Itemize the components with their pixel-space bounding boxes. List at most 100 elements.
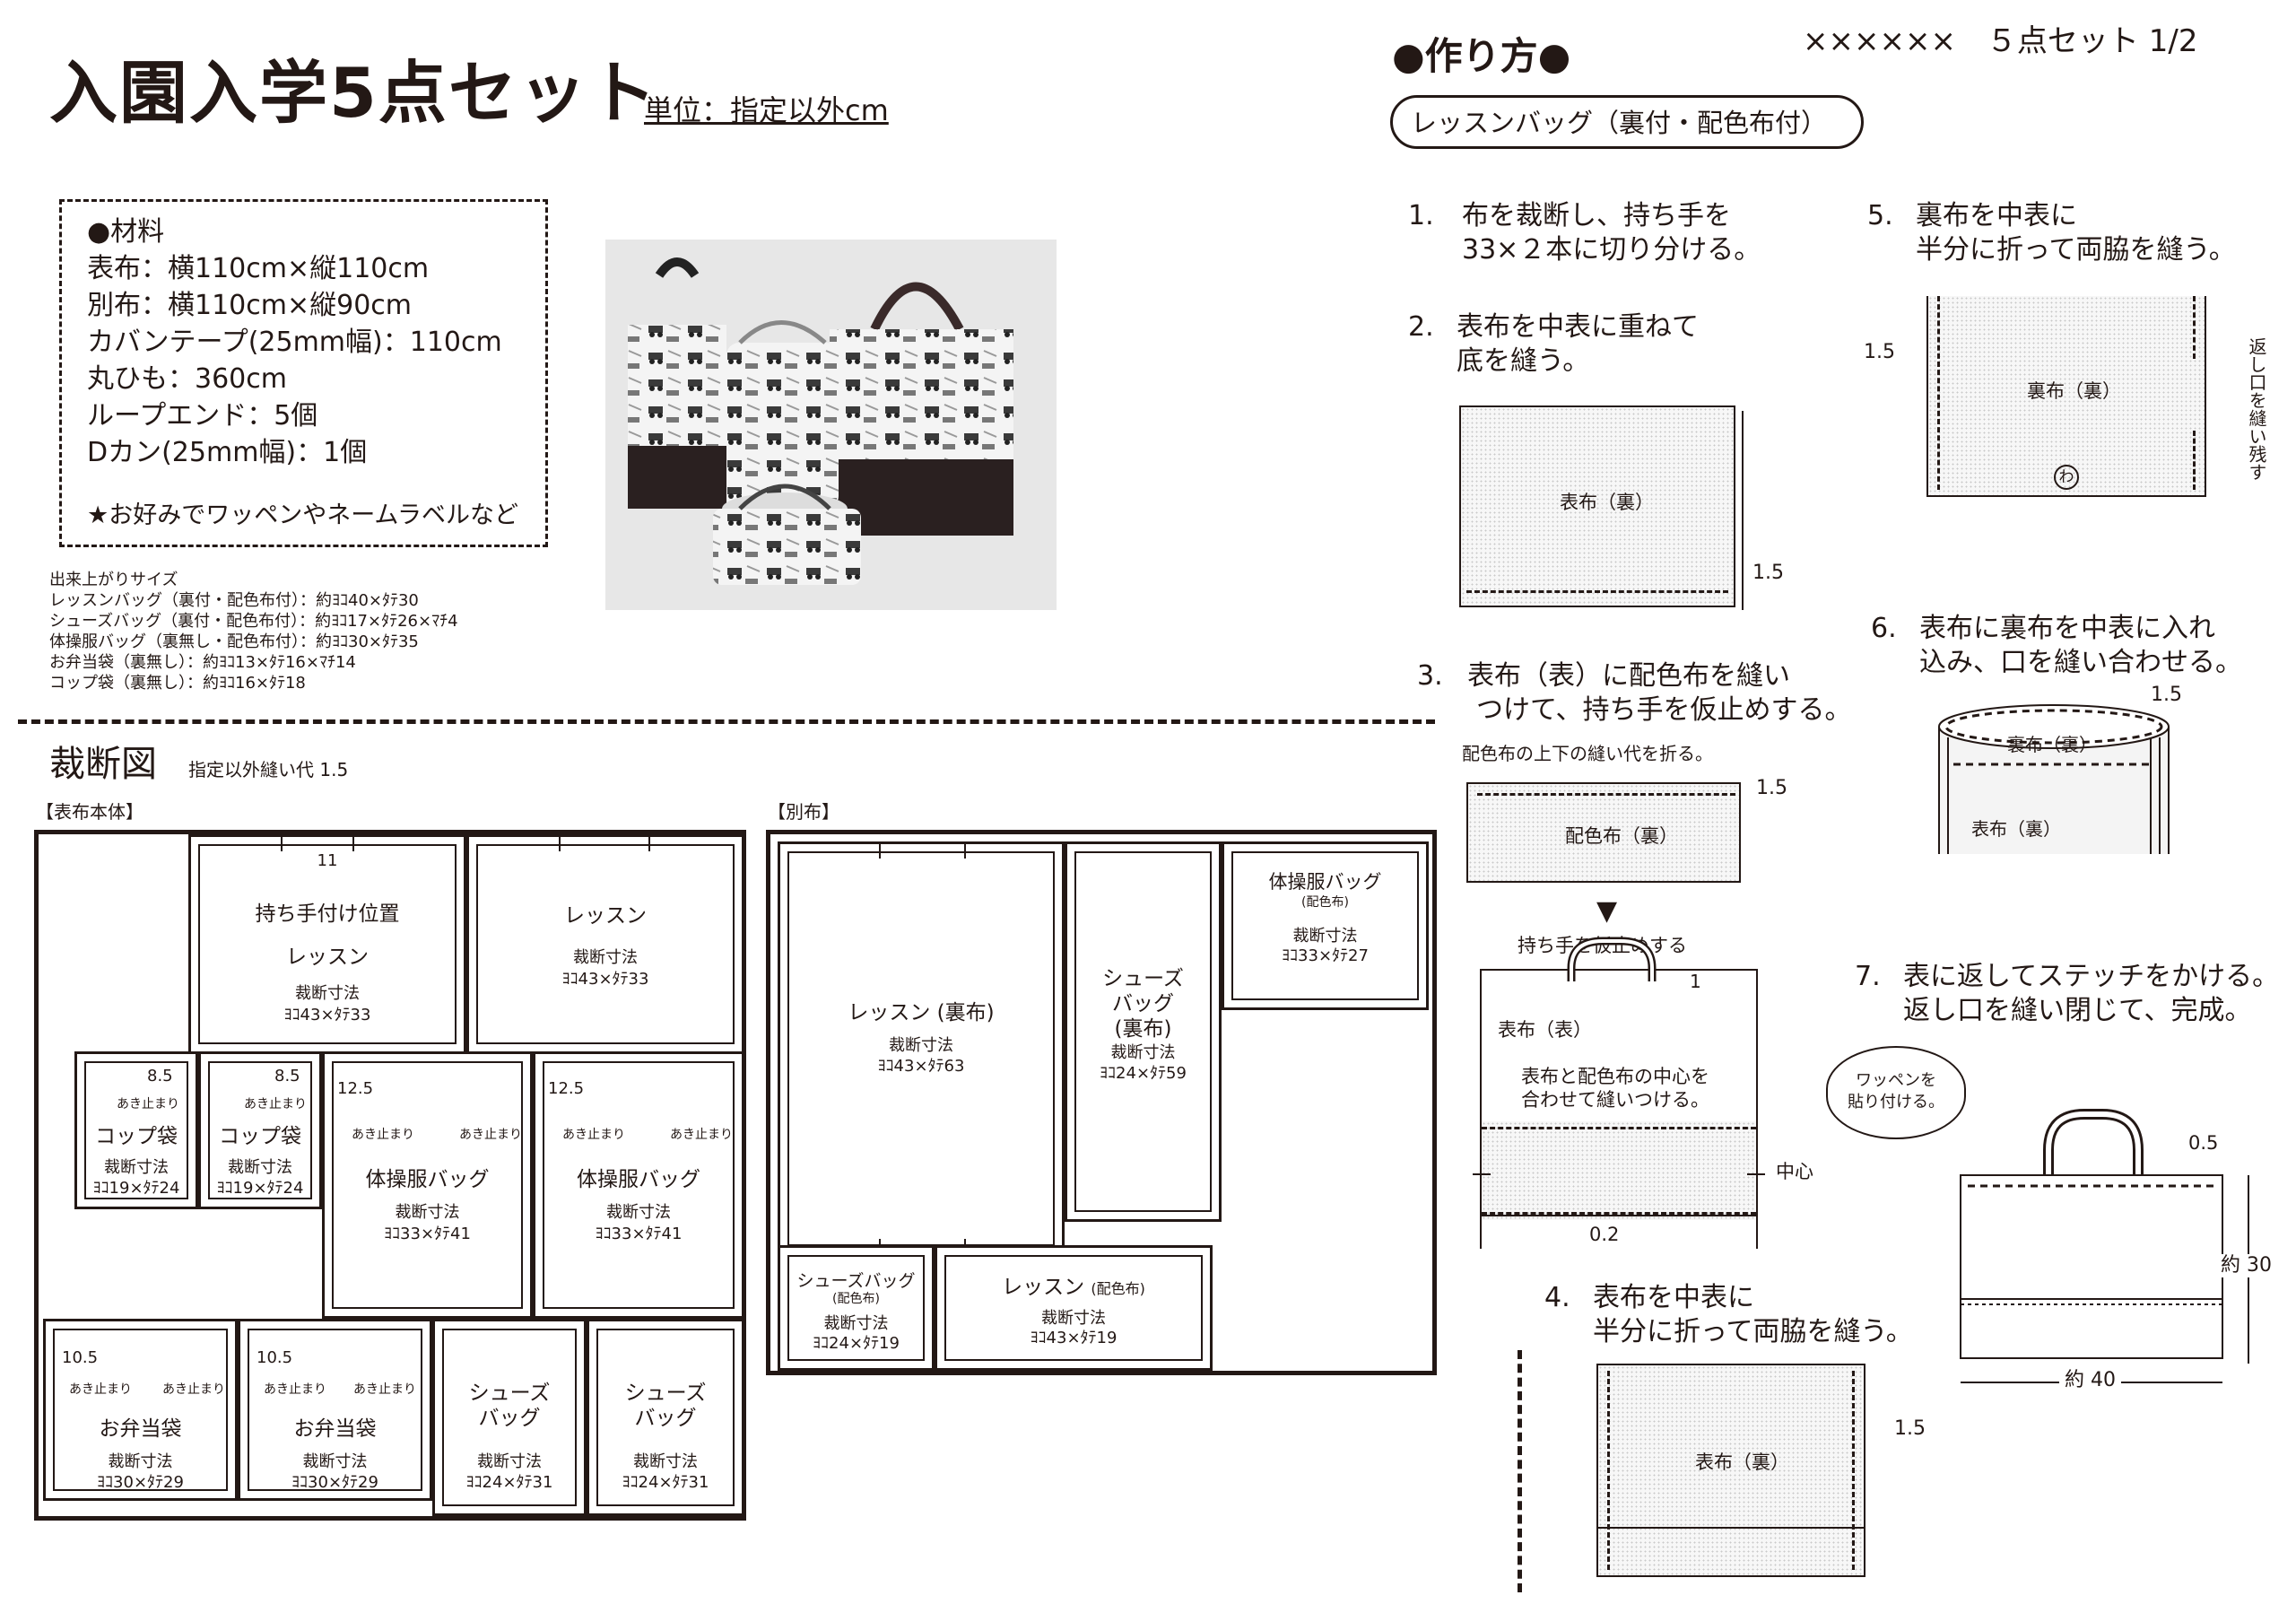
patch-note: ワッペンを xyxy=(1856,1071,1936,1090)
height-dimension: 約 30 xyxy=(2221,1254,2272,1278)
stop-mark: あき止まり xyxy=(562,1128,625,1142)
cut-size: ﾖｺ43×ﾀﾃ19 xyxy=(1030,1329,1118,1347)
product-photo xyxy=(605,240,1057,610)
attached-contrast-strip xyxy=(1482,1121,1756,1220)
margin-mark: 8.5 xyxy=(274,1067,300,1085)
return-opening-label: 返し口を縫い残す xyxy=(2246,337,2267,481)
materials-heading: ●材料 xyxy=(87,216,165,248)
step-5-text: 裏布を中表に xyxy=(1916,200,2077,231)
fabric-label: 配色布（裏） xyxy=(1565,825,1678,847)
cut-size: ﾖｺ30×ﾀﾃ29 xyxy=(291,1473,378,1492)
step-4-left-guide xyxy=(1518,1350,1522,1592)
stitch-allowance: 0.5 xyxy=(2188,1132,2219,1154)
cut-size-label: 裁断寸法 xyxy=(606,1203,671,1222)
piece-name: お弁当袋 xyxy=(293,1417,377,1441)
material-item: Dカン(25mm幅)：1個 xyxy=(87,437,368,468)
seam-allowance: 1.5 xyxy=(1894,1417,1926,1440)
seam-line xyxy=(1477,793,1735,796)
finished-item: コップ袋（裏無し）：約ﾖｺ16×ﾀﾃ18 xyxy=(49,674,306,693)
seam-line xyxy=(2193,431,2196,490)
cut-size: ﾖｺ33×ﾀﾃ41 xyxy=(595,1225,683,1243)
finished-item: シューズバッグ（裏付・配色布付）：約ﾖｺ17×ﾀﾃ26×ﾏﾁ4 xyxy=(49,612,458,631)
piece-name: コップ袋 xyxy=(219,1125,301,1148)
margin-mark: 8.5 xyxy=(147,1067,173,1085)
step-2-number: 2. xyxy=(1408,311,1434,343)
fabric-label: 表布（裏） xyxy=(1560,492,1654,513)
fabric-label: 表布（表） xyxy=(1498,1019,1592,1041)
center-note: 表布と配色布の中心を xyxy=(1521,1066,1709,1087)
fabric-label: 裏布（裏） xyxy=(2007,734,2097,755)
piece-name: コップ袋 xyxy=(95,1125,178,1148)
step-7-text: 表に返してステッチをかける。 xyxy=(1903,961,2280,992)
piece-name: シューズ xyxy=(1102,967,1184,990)
fabric-label: 裏布（裏） xyxy=(2027,380,2121,402)
cut-size-label: 裁断寸法 xyxy=(295,984,360,1003)
step-2-text: 底を縫う。 xyxy=(1457,345,1590,377)
step-6-diagram: 裏布（裏） 表布（裏） xyxy=(1935,702,2179,856)
contrast-fold-note: 配色布の上下の縫い代を折る。 xyxy=(1462,743,1713,764)
unit-note: 単位：指定以外cm xyxy=(644,93,889,127)
cut-size: ﾖｺ43×ﾀﾃ33 xyxy=(561,970,649,989)
page-title: 入園入学5点セット xyxy=(49,53,658,133)
seam-line xyxy=(1937,296,1940,490)
seam-line xyxy=(1466,590,1728,593)
step-7-number: 7. xyxy=(1855,961,1881,992)
pattern-piece-bento-bag: 10.5 あき止まり あき止まり お弁当袋 裁断寸法 ﾖｺ30×ﾀﾃ29 xyxy=(43,1319,238,1501)
finished-heading: 出来上がりサイズ xyxy=(49,571,178,589)
material-item: ループエンド：5個 xyxy=(87,400,318,432)
step-6-text: 表布に裏布を中表に入れ xyxy=(1919,613,2215,644)
piece-name: バッグ xyxy=(478,1407,541,1430)
step-6-text: 込み、口を縫い合わせる。 xyxy=(1919,647,2242,678)
piece-name: レッスン xyxy=(286,946,369,969)
center-mark xyxy=(1473,1173,1491,1175)
piece-name: レッスン xyxy=(564,904,647,928)
pattern-piece-shoe-bag: シューズ バッグ 裁断寸法 ﾖｺ24×ﾀﾃ31 xyxy=(587,1319,744,1516)
step-5-text: 半分に折って両脇を縫う。 xyxy=(1916,234,2236,266)
step-4-text: 半分に折って両脇を縫う。 xyxy=(1593,1316,1913,1347)
material-item: カバンテープ(25mm幅)：110cm xyxy=(87,327,502,358)
pattern-piece-cup-bag: 8.5 あき止まり コップ袋 裁断寸法 ﾖｺ19×ﾀﾃ24 xyxy=(74,1051,198,1209)
layer-edge xyxy=(1742,411,1744,610)
pattern-piece-bento-bag: 10.5 あき止まり あき止まり お弁当袋 裁断寸法 ﾖｺ30×ﾀﾃ29 xyxy=(238,1319,432,1501)
seam-line xyxy=(1852,1371,1855,1570)
cut-size-label: 裁断寸法 xyxy=(104,1158,169,1177)
cut-size: ﾖｺ43×ﾀﾃ63 xyxy=(877,1057,965,1076)
pattern-piece-shoe-lining: シューズ バッグ (裏布) 裁断寸法 ﾖｺ24×ﾀﾃ59 xyxy=(1065,841,1222,1222)
pattern-piece-lesson-contrast: レッスン (配色布) 裁断寸法 ﾖｺ43×ﾀﾃ19 xyxy=(935,1245,1213,1371)
pattern-piece-gym-contrast: 体操服バッグ (配色布) 裁断寸法 ﾖｺ33×ﾀﾃ27 xyxy=(1222,841,1429,1010)
contrast-fabric-label: 【別布】 xyxy=(768,801,839,823)
material-item: 丸ひも：360cm xyxy=(87,363,287,395)
contrast-fabric-layout: レッスン (裏布) 裁断寸法 ﾖｺ43×ﾀﾃ63 シューズ バッグ (裏布) 裁… xyxy=(766,830,1437,1375)
step-5-diagram: 裏布（裏） わ xyxy=(1926,296,2206,497)
pattern-code: ×××××× ５点セット 1/2 xyxy=(1803,23,2198,59)
materials-note: ★お好みでワッペンやネームラベルなど xyxy=(87,501,519,529)
cut-size: ﾖｺ24×ﾀﾃ59 xyxy=(1100,1064,1187,1083)
pattern-piece-lesson: 11 持ち手付け位置 レッスン 裁断寸法 ﾖｺ43×ﾀﾃ33 xyxy=(188,834,466,1054)
cut-size: ﾖｺ24×ﾀﾃ19 xyxy=(813,1334,900,1353)
piece-subname: (配色布) xyxy=(832,1292,880,1306)
stop-mark: あき止まり xyxy=(162,1382,225,1397)
cut-size-label: 裁断寸法 xyxy=(633,1452,698,1471)
step-3-number: 3. xyxy=(1417,660,1443,692)
finished-item: 体操服バッグ（裏無し・配色布付）：約ﾖｺ30×ﾀﾃ35 xyxy=(49,632,419,651)
piece-name: 体操服バッグ xyxy=(1268,871,1382,893)
cut-size-label: 裁断寸法 xyxy=(1292,927,1358,946)
step-4-text: 表布を中表に xyxy=(1593,1282,1754,1313)
handle-position-label: 持ち手付け位置 xyxy=(255,902,400,926)
cut-size-label: 裁断寸法 xyxy=(228,1158,292,1177)
step-2-text: 表布を中表に重ねて xyxy=(1457,311,1699,343)
stop-mark: あき止まり xyxy=(117,1097,179,1111)
stop-mark: あき止まり xyxy=(352,1128,414,1142)
howto-subtitle: レッスンバッグ（裏付・配色布付） xyxy=(1411,108,1828,138)
howto-title: ●作り方● xyxy=(1392,34,1571,78)
outer-fabric-layout: 11 持ち手付け位置 レッスン 裁断寸法 ﾖｺ43×ﾀﾃ33 レッスン 裁断寸法… xyxy=(34,830,746,1521)
stop-mark: あき止まり xyxy=(670,1128,733,1142)
seam-line xyxy=(1607,1371,1610,1570)
step-2-diagram: 表布（裏） xyxy=(1459,405,1735,607)
stop-mark: あき止まり xyxy=(244,1097,307,1111)
cut-size-label: 裁断寸法 xyxy=(823,1314,889,1333)
seam-allowance-note: 指定以外縫い代 1.5 xyxy=(188,759,349,780)
stop-mark: あき止まり xyxy=(353,1382,416,1397)
contrast-strip-diagram: 配色布（裏） xyxy=(1466,782,1741,883)
cutting-title: 裁断図 xyxy=(49,744,157,785)
